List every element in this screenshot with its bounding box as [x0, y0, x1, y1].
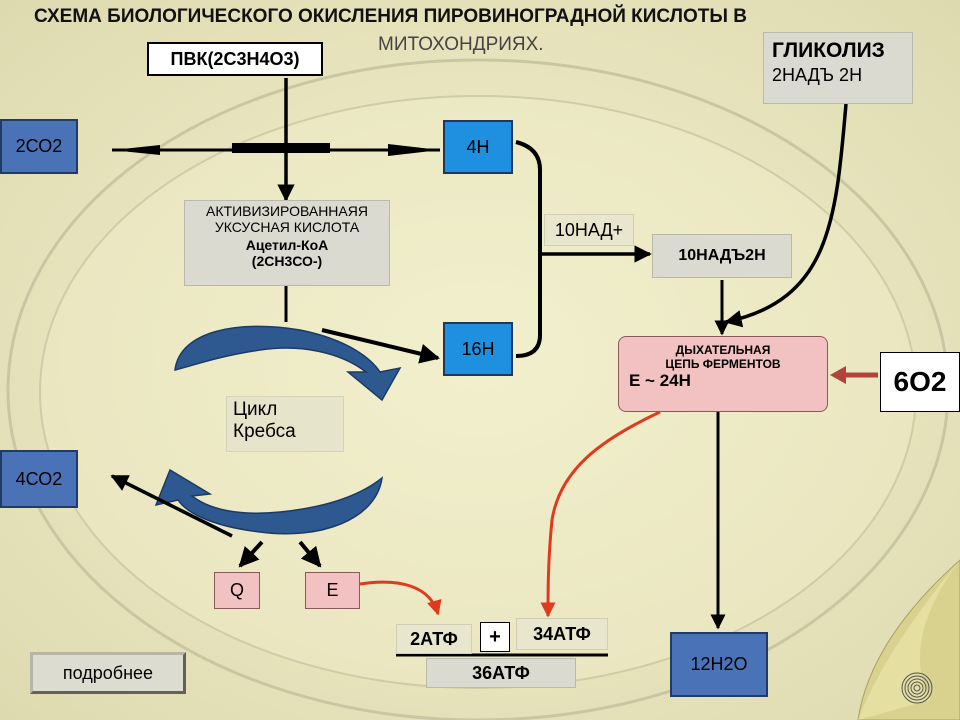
krebs-arrow-top — [174, 325, 402, 402]
co2-bottom-box: 4СО2 — [0, 450, 78, 508]
krebs-line-2: Кребса — [233, 421, 296, 442]
acetyl-line-2: УКСУСНАЯ КИСЛОТА — [214, 219, 360, 235]
arrow-o2-head — [830, 366, 846, 384]
page-subtitle: МИТОХОНДРИЯХ. — [378, 34, 544, 55]
arrow-e-to-atp — [359, 580, 442, 616]
respiratory-chain-box: ДЫХАТЕЛЬНАЯ ЦЕПЬ ФЕРМЕНТОВ Е ~ 24Н — [618, 336, 828, 412]
plus-sign: + — [480, 622, 510, 652]
more-button-label: подробнее — [62, 662, 154, 683]
e-box: Е — [305, 572, 360, 609]
spiral-icon — [901, 672, 933, 704]
arrow-to-16h — [321, 328, 440, 364]
arrow-to-e — [298, 540, 322, 568]
acetyl-coa-box: АКТИВИЗИРОВАННАЯЯ УКСУСНАЯ КИСЛОТА Ацети… — [184, 200, 390, 286]
arrow-to-q — [238, 540, 264, 568]
acetyl-line-1: АКТИВИЗИРОВАННАЯЯ — [206, 203, 368, 219]
co2-top-box: 2СО2 — [0, 119, 78, 174]
atp34-label: 34АТФ — [516, 618, 608, 650]
nadh-box: 10НАДЪ2Н — [652, 234, 792, 278]
krebs-arrow-bottom — [154, 468, 384, 535]
page-title: СХЕМА БИОЛОГИЧЕСКОГО ОКИСЛЕНИЯ ПИРОВИНОГ… — [34, 6, 748, 27]
more-button[interactable]: подробнее — [30, 652, 186, 694]
h16-box: 16Н — [443, 322, 513, 376]
page-curl-icon — [857, 559, 960, 720]
atp2-label: 2АТФ — [396, 624, 472, 654]
krebs-line-1: Цикл — [233, 399, 278, 420]
atp36-label: 36АТФ — [426, 658, 576, 688]
o2-box: 6О2 — [880, 352, 960, 412]
nad-plus-label: 10НАД+ — [544, 214, 634, 246]
acetyl-line-4: (2СН3СО-) — [251, 253, 323, 269]
pvk-box: ПВК(2С3Н4О3) — [147, 42, 323, 76]
chain-line-3: Е ~ 24Н — [629, 371, 691, 390]
krebs-label: Цикл Кребса — [226, 396, 344, 452]
arrow-to-4h — [388, 144, 440, 156]
chain-line-1: ДЫХАТЕЛЬНАЯ — [675, 343, 771, 357]
glycolysis-sub: 2НАДЪ 2Н — [772, 65, 863, 85]
arrow-glycolysis-to-chain — [724, 103, 848, 328]
h4-box: 4Н — [443, 120, 513, 174]
glycolysis-title: ГЛИКОЛИЗ — [772, 39, 885, 62]
reaction-bar — [232, 143, 330, 153]
chain-line-2: ЦЕПЬ ФЕРМЕНТОВ — [665, 357, 781, 371]
arrow-chain-to-atp — [540, 410, 661, 618]
water-box: 12Н2О — [670, 632, 768, 697]
arrow-to-co2-top — [112, 145, 160, 155]
acetyl-line-3: Ацетил-КоА — [245, 237, 329, 253]
arrow-to-co2-bottom — [110, 474, 233, 538]
glycolysis-box: ГЛИКОЛИЗ 2НАДЪ 2Н — [763, 32, 913, 104]
q-box: Q — [214, 572, 260, 609]
